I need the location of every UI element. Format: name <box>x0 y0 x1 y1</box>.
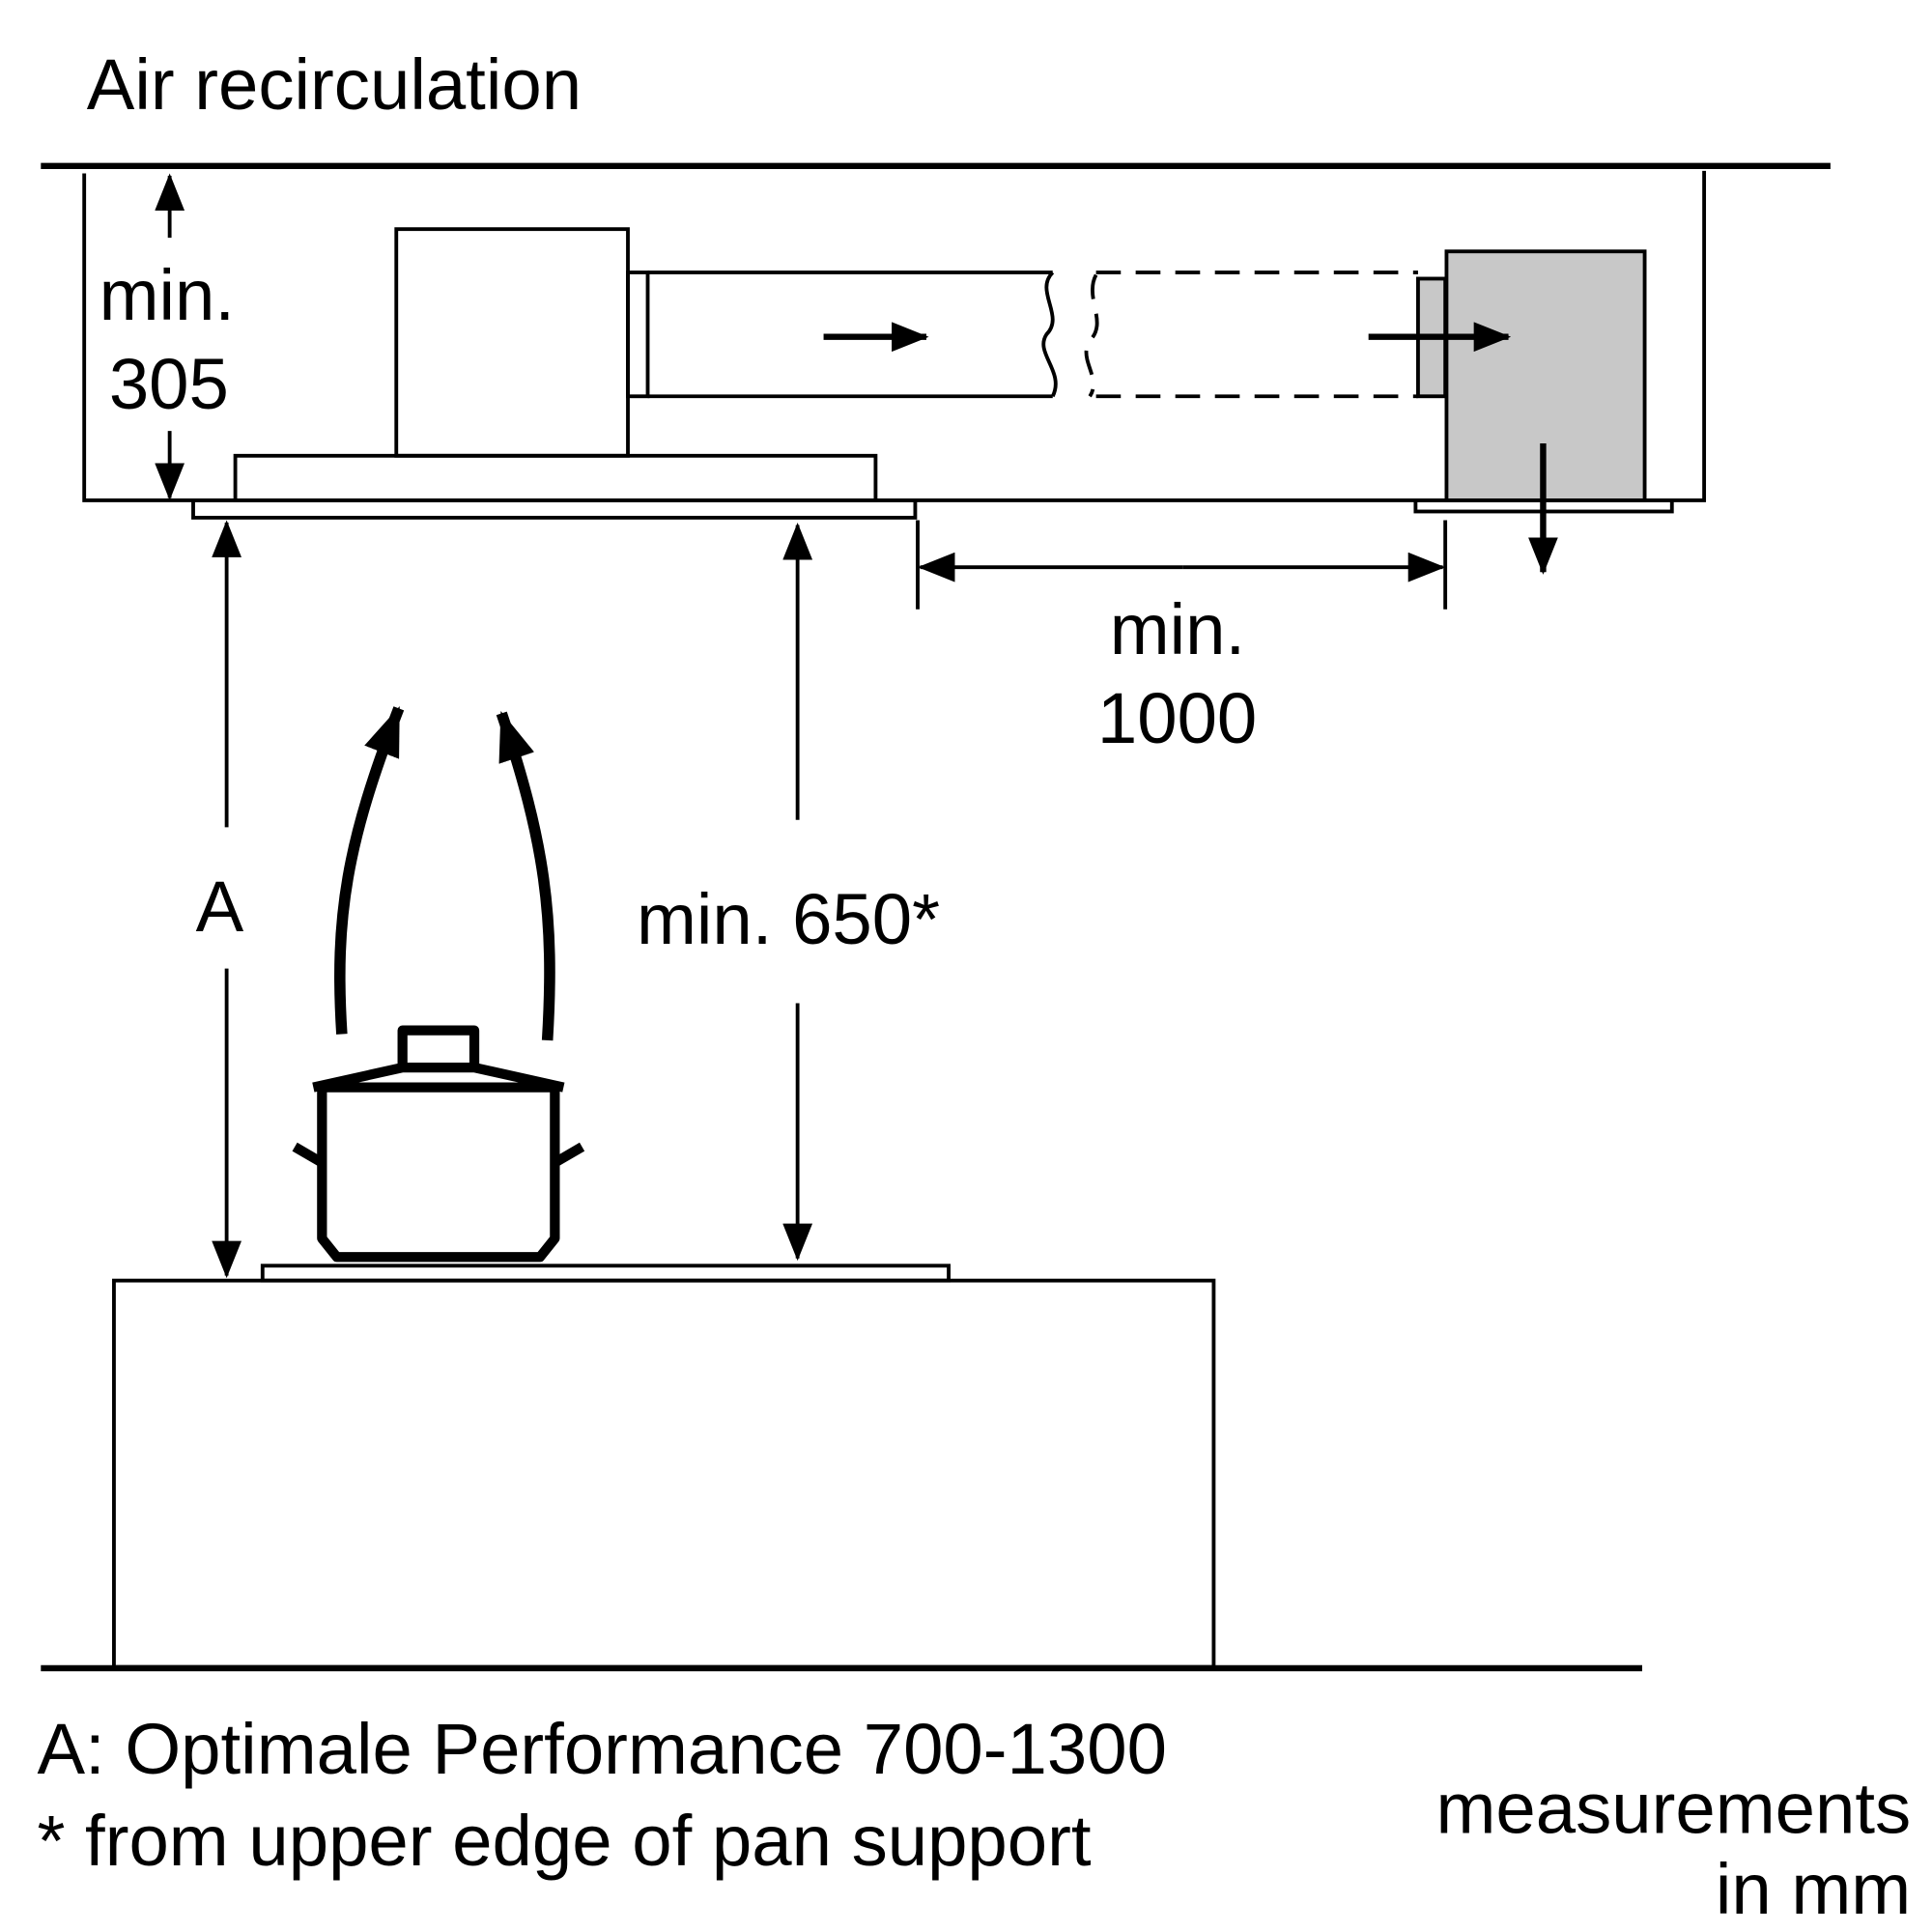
dimension-305-label-2: 305 <box>109 344 229 424</box>
hood-body <box>233 453 878 502</box>
cooktop <box>260 1264 951 1283</box>
cooking-pot <box>292 1025 585 1263</box>
duct-connector <box>626 270 650 399</box>
duct-solid <box>647 270 1058 399</box>
note-a: A: Optimale Performance 700-1300 <box>37 1709 1166 1789</box>
hood-motor-box <box>394 227 630 458</box>
dimension-650-label: min. 650* <box>637 879 940 959</box>
diagram-title: Air recirculation <box>87 44 582 125</box>
dimension-a-label: A <box>196 867 244 947</box>
units-note-2: in mm <box>1716 1849 1911 1929</box>
dimension-305-label-1: min. <box>99 255 235 335</box>
hood-panel <box>191 498 918 520</box>
note-star: * from upper edge of pan support <box>37 1801 1091 1881</box>
units-note-1: measurements <box>1436 1768 1912 1848</box>
duct-dashed <box>1084 270 1418 399</box>
steam-arrow-left <box>334 705 405 1035</box>
dimension-1000-label-2: 1000 <box>1097 678 1257 758</box>
base-cabinet <box>112 1278 1216 1669</box>
steam-arrow-right <box>496 711 555 1041</box>
dimension-1000-label-1: min. <box>1110 589 1245 669</box>
